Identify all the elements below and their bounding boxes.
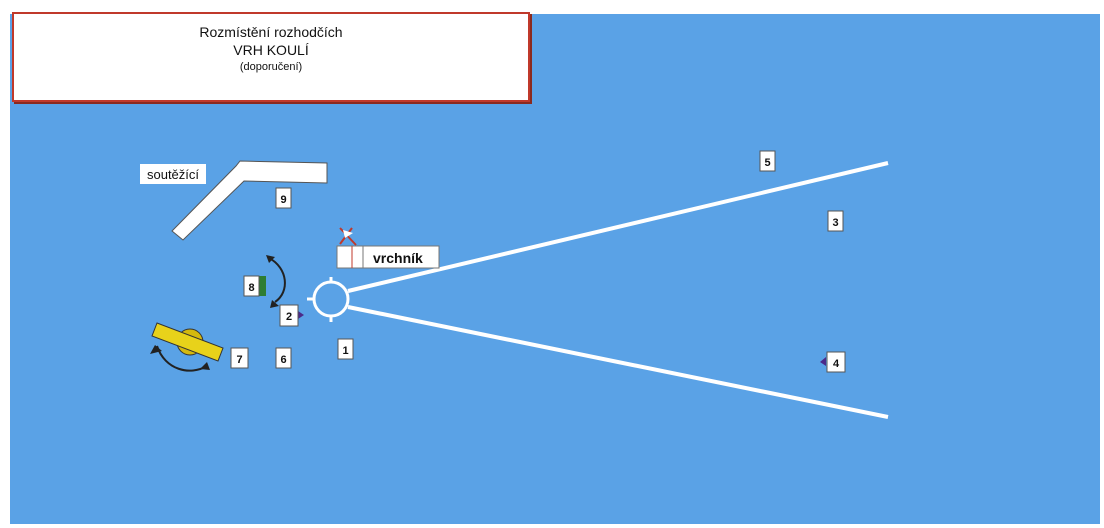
competitors-bench xyxy=(171,160,328,241)
svg-text:9: 9 xyxy=(280,194,286,206)
svg-text:8: 8 xyxy=(248,282,254,294)
judge-9: 9 xyxy=(275,187,292,209)
title-line-3: (doporučení) xyxy=(239,61,303,73)
competitors-label: soutěžící xyxy=(147,167,199,182)
head-judge: vrchník xyxy=(336,245,440,269)
svg-text:6: 6 xyxy=(280,354,286,366)
flag-icon xyxy=(339,227,357,246)
sector-line-upper xyxy=(347,161,889,293)
svg-text:7: 7 xyxy=(236,354,242,366)
title-line-2: VRH KOULÍ xyxy=(233,42,309,58)
judge-4: 4 xyxy=(826,351,846,373)
judge-7: 7 xyxy=(230,347,249,369)
implement-rack xyxy=(151,322,224,362)
svg-text:5: 5 xyxy=(764,157,770,169)
competitors-label-bg xyxy=(140,164,206,184)
judge-2-marker xyxy=(298,311,304,319)
svg-text:4: 4 xyxy=(833,358,840,370)
arrowhead-8b xyxy=(270,300,279,308)
judge-1: 1 xyxy=(337,338,354,360)
judge-3: 3 xyxy=(827,210,844,232)
head-judge-label: vrchník xyxy=(373,250,423,266)
judge-6: 6 xyxy=(275,347,292,369)
arrowhead-7a xyxy=(150,345,162,354)
judge-4-marker xyxy=(820,357,826,366)
throwing-circle xyxy=(307,277,350,322)
arrowhead-7b xyxy=(200,362,210,370)
svg-text:2: 2 xyxy=(286,311,292,323)
svg-text:3: 3 xyxy=(832,217,838,229)
judge-8: 8 xyxy=(243,275,260,297)
judge-2: 2 xyxy=(279,304,299,327)
rotate-arrow-icon-8 xyxy=(268,257,286,303)
title-box: Rozmístění rozhodčích VRH KOULÍ (doporuč… xyxy=(12,12,530,102)
sector-line-lower xyxy=(347,305,889,419)
judge-5: 5 xyxy=(759,150,776,172)
svg-text:1: 1 xyxy=(342,345,348,357)
arrowhead-8a xyxy=(266,255,275,263)
title-line-1: Rozmístění rozhodčích xyxy=(199,24,343,40)
judge-8-flag xyxy=(259,276,266,296)
